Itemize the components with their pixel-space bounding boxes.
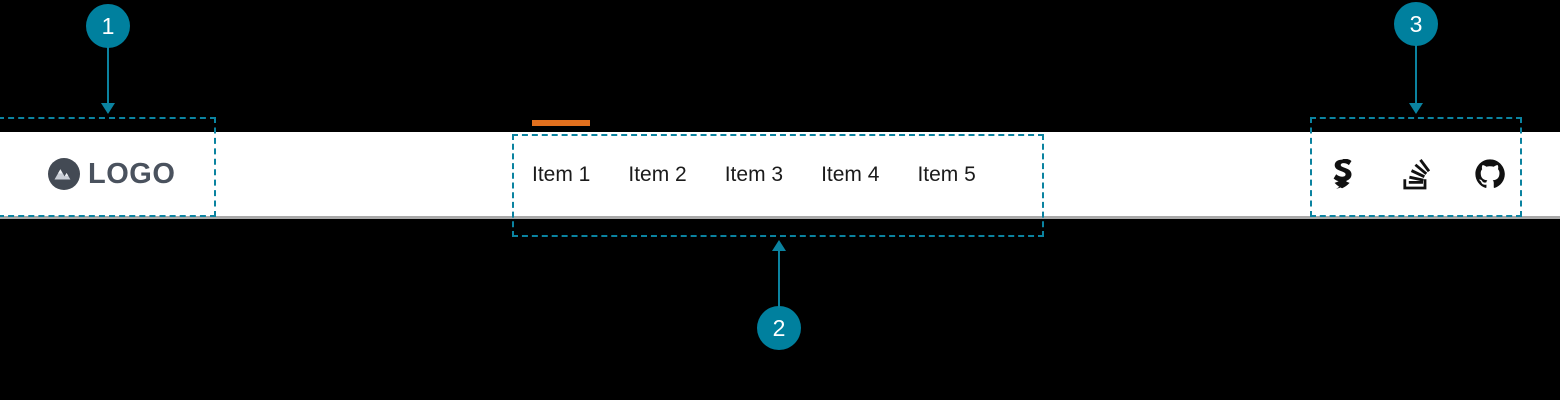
nav-item-5[interactable]: Item 5: [917, 164, 975, 185]
annotation-badge-1[interactable]: 1: [86, 4, 130, 48]
nav-item-label: Item 4: [821, 162, 880, 186]
nav-item-label: Item 5: [917, 162, 976, 186]
active-indicator: [532, 119, 591, 126]
stack-overflow-icon[interactable]: [1400, 158, 1432, 190]
nav-item-1[interactable]: Item 1: [532, 119, 591, 186]
brand-logo-text: LOGO: [88, 157, 176, 190]
mountain-circle-logo-icon: [48, 158, 80, 190]
nav-item-label: Item 3: [724, 162, 784, 186]
nav-item-label: Item 1: [532, 162, 591, 186]
social-links: [1326, 132, 1506, 216]
nav-item-label: Item 2: [628, 162, 687, 186]
annotation-leader-3: [1415, 45, 1417, 105]
nav-item-3[interactable]: Item 3: [725, 164, 783, 185]
annotation-leader-2: [778, 250, 780, 308]
navbar: LOGO Item 1 Item 2 Item 3 Item 4 Item 5: [0, 119, 1560, 219]
annotation-arrowhead-1: [101, 103, 115, 114]
github-icon[interactable]: [1474, 158, 1506, 190]
nav-item-2[interactable]: Item 2: [628, 164, 686, 185]
annotation-arrowhead-2: [772, 240, 786, 251]
nav-menu: Item 1 Item 2 Item 3 Item 4 Item 5: [532, 119, 976, 216]
annotation-badge-3[interactable]: 3: [1394, 2, 1438, 46]
nav-item-4[interactable]: Item 4: [821, 164, 879, 185]
brand-logo[interactable]: LOGO: [48, 132, 175, 216]
sentry-s-icon[interactable]: [1326, 158, 1358, 190]
annotation-arrowhead-3: [1409, 103, 1423, 114]
annotation-leader-1: [107, 47, 109, 105]
annotation-badge-2[interactable]: 2: [757, 306, 801, 350]
